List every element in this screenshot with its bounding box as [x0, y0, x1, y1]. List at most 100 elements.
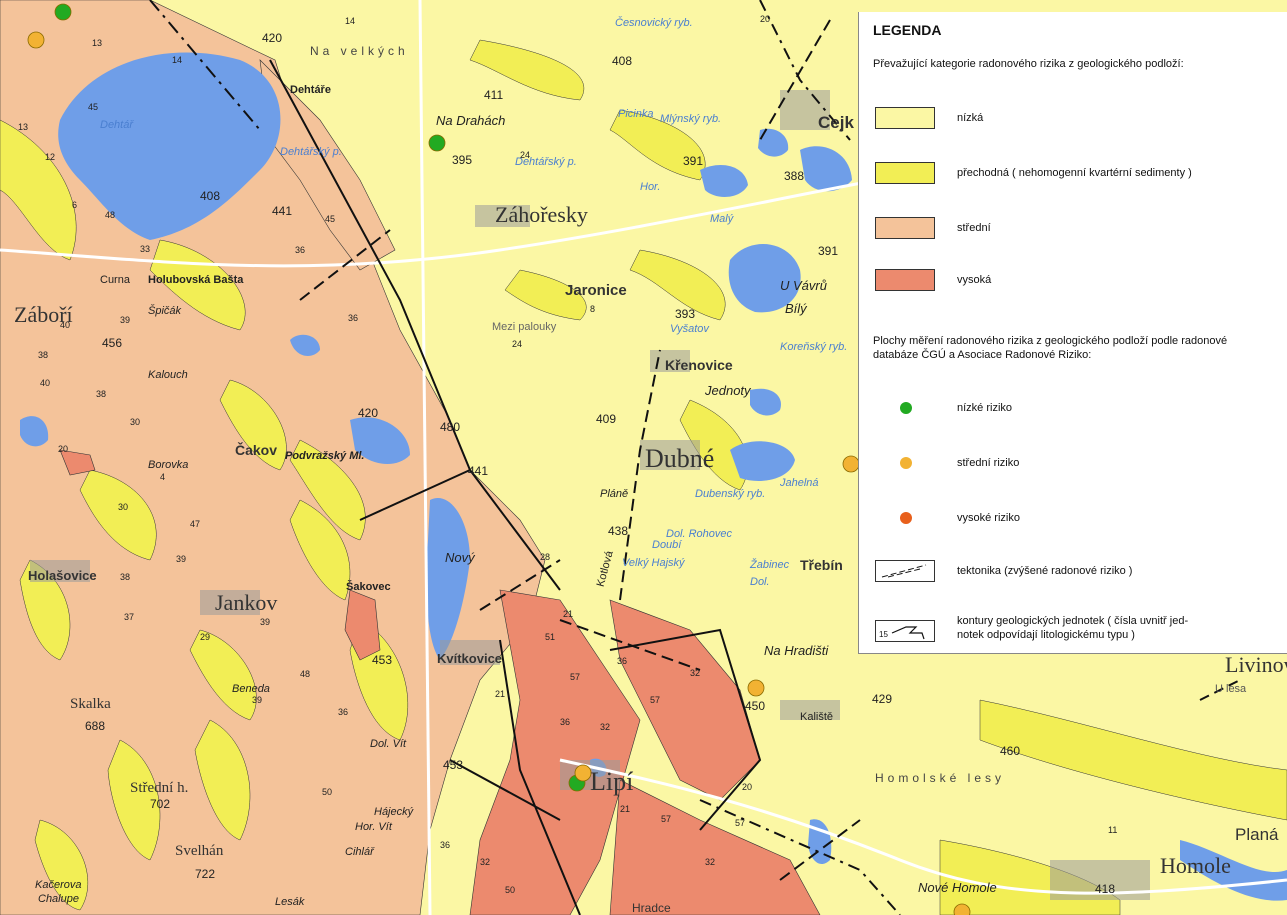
loc-dol: Dol. — [750, 576, 770, 588]
svg-text:32: 32 — [600, 722, 610, 732]
svg-text:57: 57 — [650, 695, 660, 705]
svg-text:6: 6 — [72, 200, 77, 210]
svg-text:30: 30 — [118, 502, 128, 512]
elev-418: 418 — [1095, 882, 1115, 896]
loc-vysatov: Vyšatov — [670, 323, 710, 335]
legend-label-contours-line2: notek odpovídají litologickému typu ) — [957, 629, 1135, 641]
elev-441a: 441 — [272, 204, 292, 218]
water-dubensky: Dubenský ryb. — [695, 488, 765, 500]
loc-kacerova-chalupa: Kačerova — [35, 879, 81, 891]
elev-722: 722 — [195, 867, 215, 881]
elev-688: 688 — [85, 719, 105, 733]
svg-text:13: 13 — [18, 122, 28, 132]
elev-391: 391 — [683, 154, 703, 168]
place-krenovice: Křenovice — [665, 357, 733, 373]
map-legend: LEGENDA Převažující kategorie radonového… — [858, 12, 1287, 654]
svg-text:48: 48 — [300, 669, 310, 679]
svg-text:32: 32 — [690, 668, 700, 678]
loc-u-vavru: U Vávrů — [780, 278, 827, 293]
svg-text:50: 50 — [322, 787, 332, 797]
elev-441b: 441 — [468, 464, 488, 478]
svg-text:20: 20 — [760, 14, 770, 24]
loc-nove-homole: Nové Homole — [918, 880, 997, 895]
place-hradce: Hradce — [632, 901, 671, 915]
swatch-high — [875, 269, 935, 291]
legend-row-low-risk: nízké riziko — [859, 397, 1287, 427]
elev-411: 411 — [484, 88, 503, 102]
place-cejk: Cejk — [818, 113, 854, 132]
place-plana: Planá — [1235, 825, 1279, 844]
place-kvitkovice: Kvítkovice — [437, 651, 502, 666]
loc-kaliste: Kaliště — [800, 711, 833, 723]
elev-438: 438 — [608, 524, 628, 538]
loc-bily: Bílý — [785, 301, 808, 316]
elev-420b: 420 — [358, 406, 378, 420]
loc-doubi: Doubí — [652, 539, 682, 551]
zone-transitional — [0, 39, 1287, 915]
svg-text:30: 30 — [130, 417, 140, 427]
water-mlynsky: Mlýnský ryb. — [660, 113, 721, 125]
svg-text:24: 24 — [520, 150, 530, 160]
water-dehtarsky: Dehtářský p. — [515, 156, 577, 168]
svg-text:21: 21 — [563, 609, 573, 619]
zone-high — [59, 449, 821, 915]
elev-395: 395 — [452, 153, 472, 167]
legend-label-transitional: přechodná ( nehomogenní kvartérní sedime… — [957, 167, 1192, 179]
swatch-medium — [875, 217, 935, 239]
elev-393: 393 — [675, 307, 695, 321]
dot-high-risk — [900, 512, 912, 524]
loc-chalupa: Chalupe — [38, 893, 79, 905]
svg-text:36: 36 — [348, 313, 358, 323]
svg-text:38: 38 — [120, 572, 130, 582]
svg-text:36: 36 — [295, 245, 305, 255]
svg-text:36: 36 — [338, 707, 348, 717]
swatch-transitional — [875, 162, 935, 184]
svg-text:38: 38 — [96, 389, 106, 399]
elev-702: 702 — [150, 797, 170, 811]
measurement-points — [27, 3, 971, 915]
elev-450: 450 — [745, 699, 765, 713]
loc-na-drahach: Na Drahách — [436, 113, 505, 128]
svg-text:40: 40 — [60, 320, 70, 330]
legend-row-high-risk: vysoké riziko — [859, 507, 1287, 537]
svg-text:50: 50 — [505, 885, 515, 895]
place-jaronice: Jaronice — [565, 282, 627, 299]
water-dehtarsky-p: Dehtářský p. — [280, 146, 342, 158]
loc-podvrazsky: Podvražský Ml. — [285, 450, 364, 462]
svg-text:8: 8 — [590, 304, 595, 314]
water-bodies — [20, 52, 1287, 901]
elev-408a: 408 — [612, 54, 632, 68]
water-korensky: Koreňský ryb. — [780, 341, 847, 353]
place-holasovice: Holašovice — [28, 568, 97, 583]
legend-row-mid-risk: střední riziko — [859, 452, 1287, 482]
tectonics-symbol-icon — [875, 560, 935, 582]
elev-388: 388 — [784, 169, 804, 183]
elev-409: 409 — [596, 412, 616, 426]
svg-text:32: 32 — [480, 857, 490, 867]
svg-text:47: 47 — [190, 519, 200, 529]
loc-novy: Nový — [445, 550, 476, 565]
loc-skalka: Skalka — [70, 696, 111, 712]
svg-text:37: 37 — [124, 612, 134, 622]
svg-text:24: 24 — [512, 339, 522, 349]
svg-text:36: 36 — [560, 717, 570, 727]
legend-label-high-risk: vysoké riziko — [957, 512, 1020, 524]
loc-cihlar: Cihlář — [345, 846, 375, 858]
water-hor-mashovec: Hor. — [640, 181, 660, 193]
water-velky-hajsky: Velký Hajský — [622, 557, 686, 569]
svg-text:13: 13 — [92, 38, 102, 48]
svg-text:39: 39 — [260, 617, 270, 627]
loc-dol-vit: Dol. Vít — [370, 738, 407, 750]
loc-kalouch: Kalouch — [148, 369, 188, 381]
legend-subtitle: Převažující kategorie radonového rizika … — [873, 58, 1184, 70]
place-lipi: Lipí — [590, 767, 633, 796]
place-dubne: Dubné — [645, 444, 714, 473]
elev-460: 460 — [1000, 744, 1020, 758]
loc-na-hradisti: Na Hradišti — [764, 643, 829, 658]
dot-low-risk — [900, 402, 912, 414]
svg-text:39: 39 — [120, 315, 130, 325]
svg-text:11: 11 — [1108, 825, 1117, 835]
place-zahovresky: Záhořesky — [495, 202, 588, 227]
